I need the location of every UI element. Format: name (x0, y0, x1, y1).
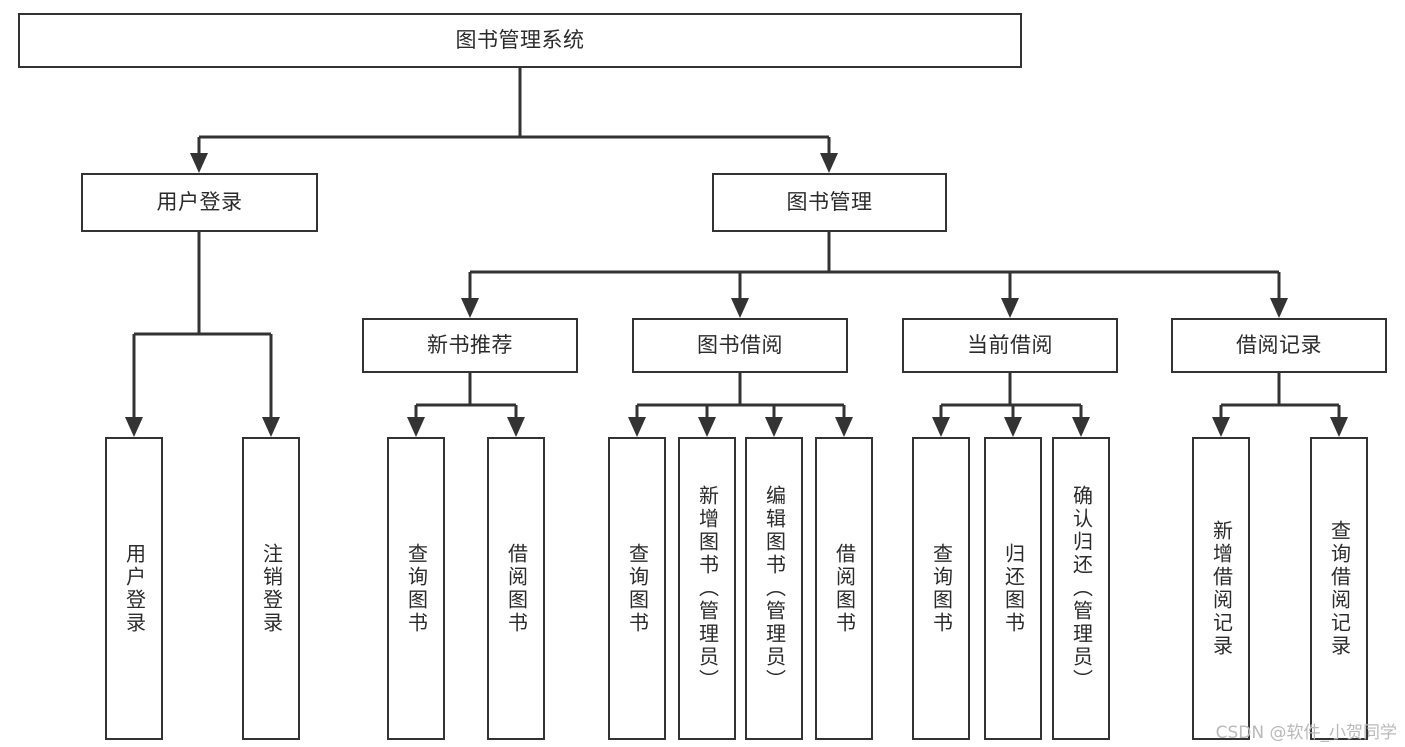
node-root[interactable]: 图书管理系统 (18, 13, 1022, 68)
arrowhead-icon (507, 417, 525, 437)
node-label: 注销登录 (259, 542, 284, 635)
node-leaf-nb-query[interactable]: 查询图书 (387, 437, 445, 740)
node-leaf-bw-borrow[interactable]: 借阅图书 (815, 437, 873, 740)
node-bookmgmt[interactable]: 图书管理 (712, 173, 947, 232)
node-label: 新书推荐 (427, 333, 513, 358)
connector-group-container (125, 68, 1348, 437)
node-leaf-bw-edit[interactable]: 编辑图书（管理员） (745, 437, 803, 740)
node-label: 当前借阅 (967, 333, 1053, 358)
node-login[interactable]: 用户登录 (81, 173, 318, 232)
arrowhead-icon (407, 417, 425, 437)
node-leaf-cur-confirm[interactable]: 确认归还（管理员） (1052, 437, 1110, 740)
arrowhead-icon (1330, 417, 1348, 437)
arrowhead-icon (1072, 417, 1090, 437)
node-leaf-bw-add[interactable]: 新增图书（管理员） (678, 437, 736, 740)
node-label: 新增图书（管理员） (695, 485, 720, 692)
node-leaf-user-login[interactable]: 用户登录 (105, 437, 163, 740)
node-label: 确认归还（管理员） (1069, 485, 1094, 692)
arrowhead-icon (765, 417, 783, 437)
node-label: 新增借阅记录 (1209, 519, 1234, 658)
arrowhead-icon (461, 298, 479, 318)
arrowhead-icon (262, 417, 280, 437)
node-label: 查询图书 (929, 542, 954, 635)
node-current[interactable]: 当前借阅 (902, 318, 1118, 373)
node-label: 用户登录 (122, 542, 147, 635)
node-label: 归还图书 (1001, 542, 1026, 635)
node-label: 借阅图书 (832, 542, 857, 635)
node-records[interactable]: 借阅记录 (1171, 318, 1387, 373)
arrowhead-icon (1004, 417, 1022, 437)
arrowhead-icon (835, 417, 853, 437)
node-label: 借阅图书 (504, 542, 529, 635)
node-label: 借阅记录 (1236, 333, 1322, 358)
node-label: 查询图书 (625, 542, 650, 635)
arrowhead-icon (932, 417, 950, 437)
arrowhead-icon (125, 417, 143, 437)
node-leaf-bw-query[interactable]: 查询图书 (608, 437, 666, 740)
node-borrow[interactable]: 图书借阅 (632, 318, 848, 373)
node-label: 图书管理 (786, 190, 873, 215)
arrowhead-icon (190, 153, 208, 173)
node-leaf-cur-query[interactable]: 查询图书 (912, 437, 970, 740)
node-leaf-cur-return[interactable]: 归还图书 (984, 437, 1042, 740)
node-label: 查询图书 (404, 542, 429, 635)
arrowhead-icon (1270, 298, 1288, 318)
arrowhead-icon (698, 417, 716, 437)
node-label: 编辑图书（管理员） (762, 485, 787, 692)
node-newbook[interactable]: 新书推荐 (362, 318, 578, 373)
node-leaf-nb-borrow[interactable]: 借阅图书 (487, 437, 545, 740)
node-leaf-rec-add[interactable]: 新增借阅记录 (1192, 437, 1250, 740)
node-label: 图书借阅 (697, 333, 783, 358)
node-leaf-rec-query[interactable]: 查询借阅记录 (1310, 437, 1368, 740)
node-label: 图书管理系统 (455, 28, 585, 53)
arrowhead-icon (1001, 298, 1019, 318)
node-label: 查询借阅记录 (1327, 519, 1352, 658)
arrowhead-icon (1212, 417, 1230, 437)
arrowhead-icon (820, 153, 838, 173)
arrowhead-icon (731, 298, 749, 318)
node-leaf-user-logout[interactable]: 注销登录 (242, 437, 300, 740)
arrowhead-icon (628, 417, 646, 437)
node-label: 用户登录 (156, 190, 243, 215)
